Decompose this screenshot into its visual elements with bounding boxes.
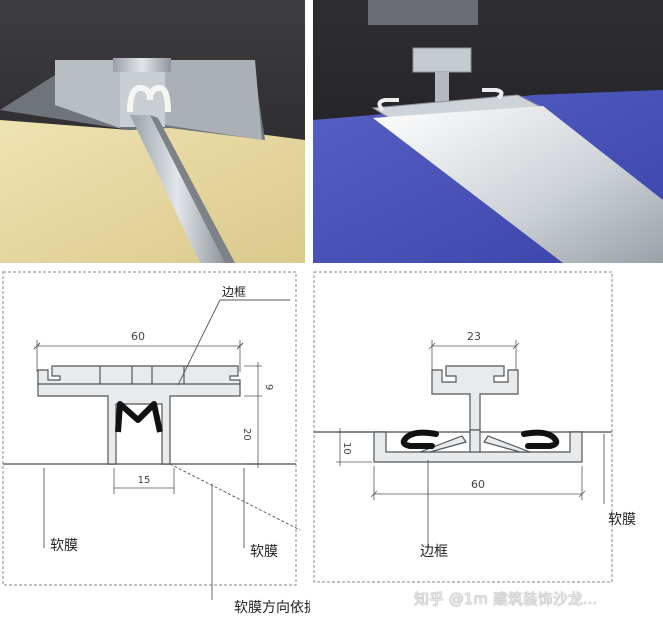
dim-label-10: 10	[341, 442, 352, 455]
dim-label-23: 23	[467, 330, 481, 343]
watermark: 知乎 @1m 建筑装饰沙龙...	[414, 590, 597, 608]
dim-label-60: 60	[131, 330, 145, 343]
dim-label-60: 60	[471, 478, 485, 491]
section-drawing-double-frame: 23 10 60 边框 软膜	[313, 271, 636, 583]
photo-single-frame	[0, 0, 305, 263]
film-alt-direction	[169, 463, 301, 531]
frame-profile	[373, 365, 583, 463]
clip-right	[521, 429, 560, 449]
dim-label-20: 20	[241, 428, 252, 441]
photo-double-frame-illustration	[313, 0, 663, 263]
dimension-width: 60	[33, 330, 244, 372]
dimension-top	[428, 340, 520, 372]
label-film-left: 软膜	[50, 538, 78, 554]
drawing-border	[2, 271, 297, 586]
photo-single-frame-illustration	[0, 0, 305, 263]
label-note: 软膜方向依据造型改变	[234, 600, 310, 616]
m-clip	[115, 401, 163, 433]
dimension-height	[244, 362, 262, 468]
label-frame: 边框	[222, 285, 246, 299]
photo-double-frame	[313, 0, 663, 263]
leader-frame	[177, 299, 221, 386]
dimension-bottom	[370, 466, 586, 500]
dimension-bottom	[113, 468, 175, 494]
section-drawing-single-frame: 60 9 20 15 边框 软膜 软膜 软膜方向依据造型改变	[2, 271, 310, 616]
frame-profile	[37, 365, 241, 465]
drawing-border	[313, 271, 613, 583]
dim-label-9: 9	[263, 384, 274, 390]
label-frame: 边框	[420, 544, 448, 560]
dimension-height	[336, 428, 372, 466]
label-film: 软膜	[608, 512, 636, 528]
label-film-right: 软膜	[250, 544, 278, 560]
dim-label-15: 15	[138, 475, 151, 486]
clip-left	[400, 429, 439, 449]
